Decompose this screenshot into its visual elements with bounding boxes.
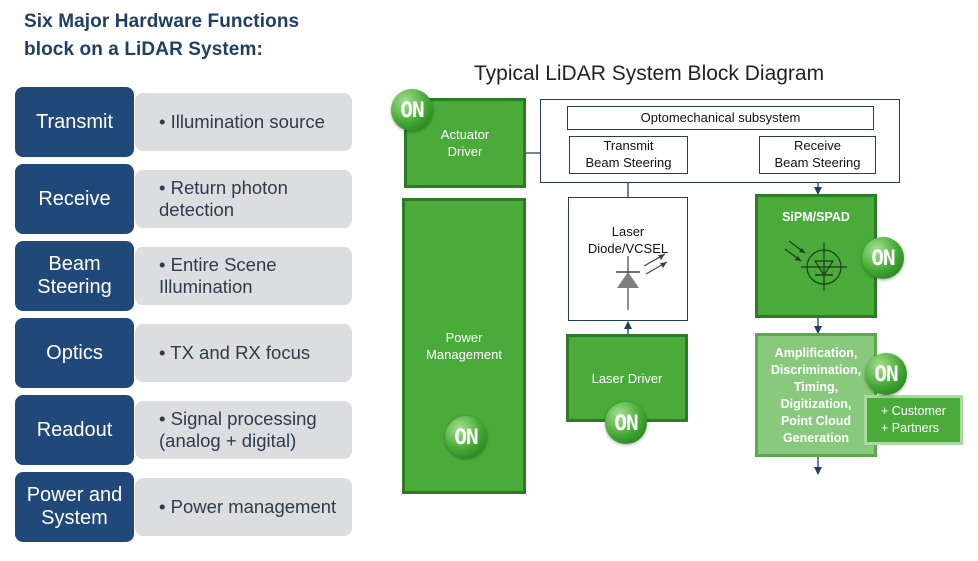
laser-diode-icon <box>616 253 668 310</box>
function-description: • Entire Scene Illumination <box>135 247 352 305</box>
function-row-readout: • Signal processing (analog + digital) R… <box>15 395 352 465</box>
function-label: Beam Steering <box>15 241 134 311</box>
laser-diode-label: Laser Diode/VCSEL <box>587 224 669 256</box>
transmit-beam-steering: Transmit Beam Steering <box>569 136 688 174</box>
optomechanical-subsystem: Optomechanical subsystem <box>567 106 874 130</box>
receive-beam-steering: Receive Beam Steering <box>759 136 876 174</box>
function-description: • Return photon detection <box>135 170 352 228</box>
function-label: Transmit <box>15 87 134 157</box>
function-label: Readout <box>15 395 134 465</box>
photodiode-icon <box>784 240 847 291</box>
function-description: • Signal processing (analog + digital) <box>135 401 352 459</box>
on-logo-icon: ON <box>391 89 433 131</box>
function-label: Receive <box>15 164 134 234</box>
on-logo-icon: ON <box>445 416 487 458</box>
on-logo-icon: ON <box>605 402 647 444</box>
sipm-spad-block: SiPM/SPAD <box>755 194 877 318</box>
customer-partners-block: + Customer + Partners <box>864 395 963 445</box>
function-description: • Illumination source <box>135 93 352 151</box>
function-label: Power and System <box>15 472 134 542</box>
function-row-power-and-system: • Power management Power and System <box>15 472 352 542</box>
on-logo-icon: ON <box>865 353 907 395</box>
function-row-beam-steering: • Entire Scene Illumination Beam Steerin… <box>15 241 352 311</box>
diagram-title: Typical LiDAR System Block Diagram <box>474 62 825 85</box>
function-row-optics: • TX and RX focus Optics <box>15 318 352 388</box>
function-row-receive: • Return photon detection Receive <box>15 164 352 234</box>
function-description: • Power management <box>135 478 352 536</box>
page-title: Six Major Hardware Functions block on a … <box>24 11 300 60</box>
function-row-transmit: • Illumination source Transmit <box>15 87 352 157</box>
function-description: • TX and RX focus <box>135 324 352 382</box>
readout-chain-block: Amplification, Discrimination, Timing, D… <box>755 333 877 457</box>
function-label: Optics <box>15 318 134 388</box>
laser-diode-block: Laser Diode/VCSEL <box>568 197 688 321</box>
on-logo-icon: ON <box>862 237 904 279</box>
sipm-spad-label: SiPM/SPAD <box>782 210 850 224</box>
